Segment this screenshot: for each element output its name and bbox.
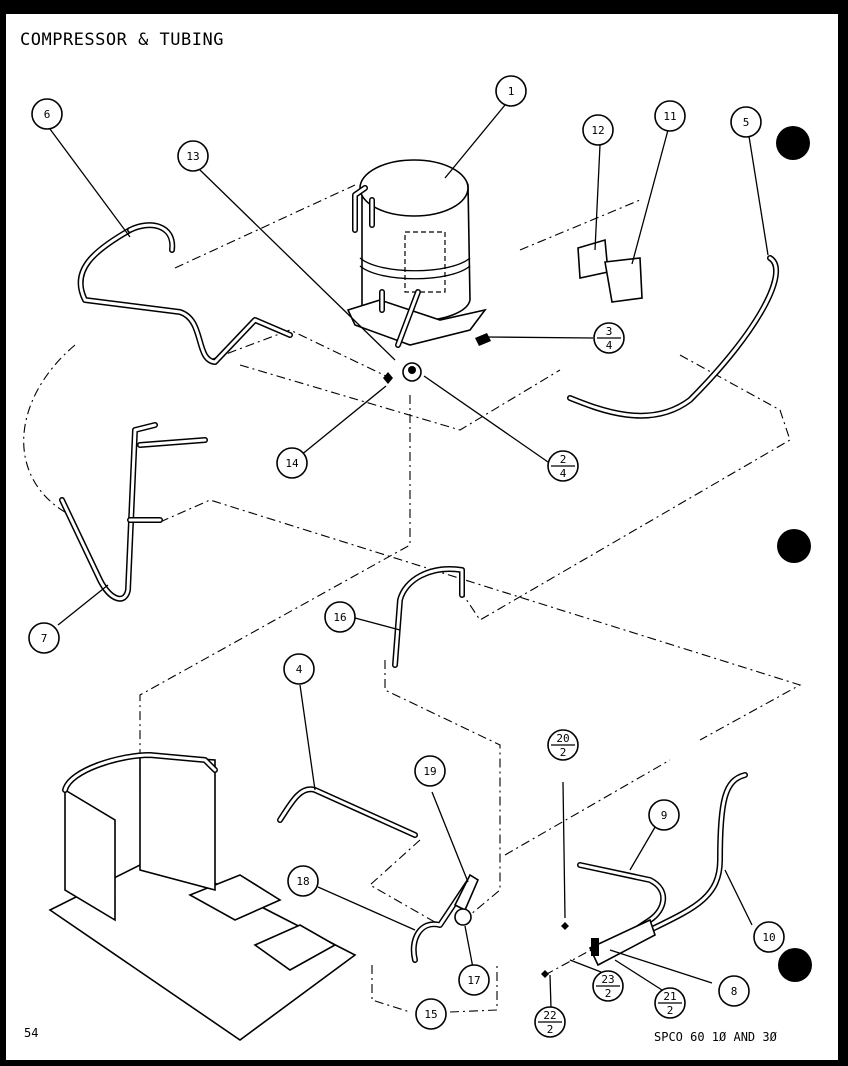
svg-text:16: 16 [333,611,346,624]
svg-text:12: 12 [591,124,604,137]
callout-9: 9 [648,799,680,831]
callout-14: 14 [276,447,308,479]
callout-fraction-2-4: 24 [547,450,579,482]
callout-fraction-22-2: 222 [534,1006,566,1038]
svg-text:17: 17 [467,974,480,987]
svg-text:10: 10 [762,931,775,944]
svg-text:22: 22 [543,1009,556,1022]
compressor [346,159,487,346]
model-note: SPCO 60 1Ø AND 3Ø [654,1030,777,1044]
callout-16: 16 [324,601,356,633]
svg-text:1: 1 [508,85,515,98]
svg-text:5: 5 [743,116,750,129]
callout-1: 1 [495,75,527,107]
svg-text:2: 2 [605,987,612,1000]
terminal-parts [577,238,643,303]
callout-6: 6 [31,98,63,130]
callout-8: 8 [718,975,750,1007]
svg-text:4: 4 [560,467,567,480]
svg-text:2: 2 [667,1004,674,1017]
callout-fraction-20-2: 202 [547,729,579,761]
svg-text:7: 7 [41,632,48,645]
callout-5: 5 [730,106,762,138]
callout-13: 13 [177,140,209,172]
callout-19: 19 [414,755,446,787]
svg-text:4: 4 [296,663,303,676]
svg-text:2: 2 [560,746,567,759]
callout-12: 12 [582,114,614,146]
small-parts [383,289,491,384]
svg-text:4: 4 [606,339,613,352]
svg-text:23: 23 [601,973,614,986]
assembly-lines [23,184,802,1013]
svg-text:2: 2 [560,453,567,466]
svg-text:9: 9 [661,809,668,822]
svg-text:8: 8 [731,985,738,998]
callout-17: 17 [458,964,490,996]
svg-text:20: 20 [556,732,569,745]
svg-text:3: 3 [606,325,613,338]
registration-mark [778,948,812,982]
svg-text:19: 19 [423,765,436,778]
svg-text:14: 14 [285,457,299,470]
callout-fraction-21-2: 212 [654,987,686,1019]
registration-mark [777,529,811,563]
page-number: 54 [24,1026,39,1040]
svg-text:2: 2 [547,1023,554,1036]
callout-fraction-3-4: 34 [593,322,625,354]
svg-text:6: 6 [44,108,51,121]
callout-11: 11 [654,100,686,132]
svg-text:13: 13 [186,150,199,163]
svg-text:18: 18 [296,875,309,888]
page-title: COMPRESSOR & TUBING [20,30,224,50]
svg-text:21: 21 [663,990,676,1003]
svg-text:11: 11 [663,110,676,123]
callout-fraction-23-2: 232 [592,970,624,1002]
registration-mark [776,126,810,160]
callout-10: 10 [753,921,785,953]
callout-18: 18 [287,865,319,897]
svg-text:15: 15 [424,1008,437,1021]
leader-lines [46,104,769,1009]
service-valve [453,873,480,926]
callout-7: 7 [28,622,60,654]
base-pan-coil [48,752,357,1041]
bracket [588,918,656,967]
callout-15: 15 [415,998,447,1030]
callout-4: 4 [283,653,315,685]
